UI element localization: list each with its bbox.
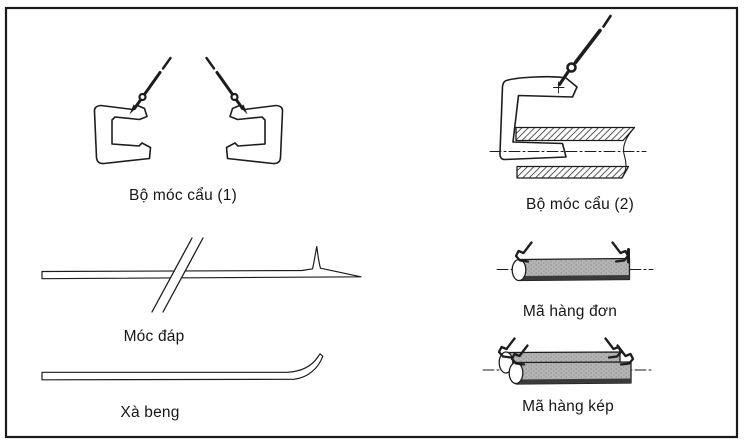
figure-border	[4, 6, 739, 439]
crowbar	[41, 353, 324, 381]
caption-hook-set-1: Bộ móc cẩu (1)	[129, 187, 237, 204]
cylinder-end-face	[511, 258, 527, 282]
hook-set-1-drawing	[93, 56, 284, 165]
cable-link-icon	[138, 92, 147, 102]
sling-cable-icon	[573, 28, 602, 65]
cylinder-shadow	[517, 378, 631, 384]
sling-cable-icon	[215, 71, 244, 110]
break-line	[162, 237, 204, 313]
lower-plate	[516, 165, 630, 179]
hook-set-2-drawing	[489, 14, 647, 179]
c-hook-right	[205, 56, 284, 165]
cable-link-icon	[566, 62, 577, 73]
caption-moc-dap: Móc đáp	[123, 328, 185, 345]
plate-break-line	[621, 126, 636, 179]
front-cylinder-end-face	[508, 361, 524, 385]
hook-bar	[41, 245, 362, 280]
caption-hook-set-2: Bộ móc cẩu (2)	[526, 196, 634, 213]
break-line	[151, 237, 193, 313]
cable-arrowhead-icon	[129, 104, 137, 115]
double-load-drawing	[482, 337, 652, 385]
upper-plate	[515, 126, 636, 142]
plate-clamp	[499, 75, 578, 161]
xa-beng-drawing	[41, 353, 324, 381]
moc-dap-drawing	[41, 237, 362, 313]
lifting-hook-icon	[514, 241, 533, 263]
cylinder-shadow	[520, 275, 630, 281]
caption-double-load: Mã hàng kép	[522, 398, 614, 415]
caption-single-load: Mã hàng đơn	[522, 303, 618, 320]
single-load-drawing	[496, 241, 654, 282]
cable-arrowhead-icon	[240, 104, 248, 115]
c-hook-left	[93, 56, 172, 165]
cable-link-icon	[230, 92, 239, 102]
sling-cable-icon	[133, 71, 162, 110]
caption-xa-beng: Xà beng	[120, 404, 180, 421]
